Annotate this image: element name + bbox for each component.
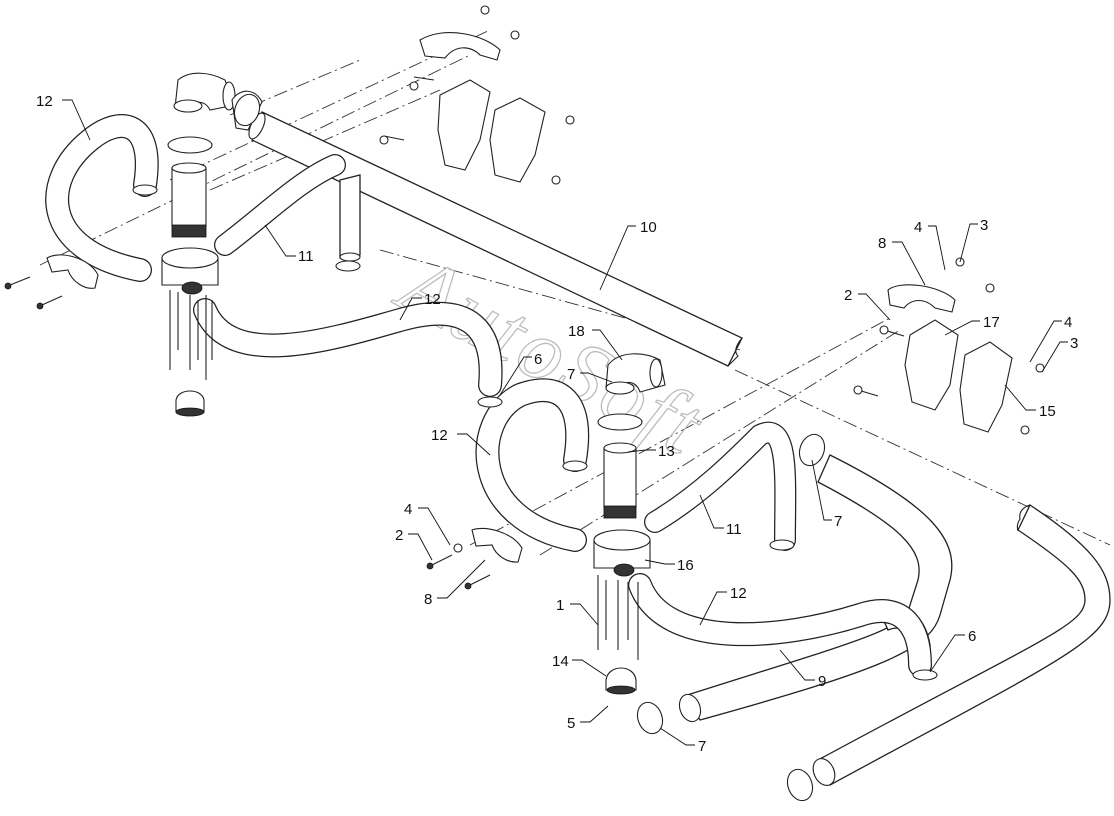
callout-4-c: 4	[1064, 314, 1072, 331]
callout-12-b: 12	[424, 291, 441, 308]
callout-5: 5	[567, 715, 575, 732]
callout-4-a: 4	[404, 501, 412, 518]
tube-10	[248, 111, 743, 367]
callout-13: 13	[658, 443, 675, 460]
callout-8-b: 8	[878, 235, 886, 252]
tube-right-long	[812, 504, 1111, 786]
callout-7-b: 7	[834, 513, 842, 530]
callout-12-c: 12	[431, 427, 448, 444]
valve-assembly-center	[593, 353, 666, 695]
callout-6-b: 6	[968, 628, 976, 645]
callout-9: 9	[818, 673, 826, 690]
callout-18: 18	[568, 323, 585, 340]
hoses	[45, 114, 932, 677]
brackets	[437, 79, 1013, 433]
callout-7-a: 7	[567, 366, 575, 383]
callout-3-a: 3	[980, 217, 988, 234]
callout-labels: 12 11 12 10 6 18 7 12 13 11 7 16 12 4 2 …	[36, 93, 1078, 755]
callout-6-a: 6	[534, 351, 542, 368]
callout-7-c: 7	[698, 738, 706, 755]
callout-11-b: 11	[726, 521, 742, 538]
callout-2-b: 2	[844, 287, 852, 304]
tube-9	[678, 454, 953, 723]
fasteners	[4, 5, 1045, 590]
clamps	[46, 32, 956, 802]
callout-10: 10	[640, 219, 657, 236]
callout-14: 14	[552, 653, 569, 670]
callout-4-b: 4	[914, 219, 922, 236]
leader-lines	[62, 99, 1068, 746]
callout-12-a: 12	[36, 93, 53, 110]
callout-3-b: 3	[1070, 335, 1078, 352]
callout-1: 1	[556, 597, 564, 614]
callout-11-a: 11	[298, 248, 314, 265]
callout-12-d: 12	[730, 585, 747, 602]
callout-8-a: 8	[424, 591, 432, 608]
callout-15: 15	[1039, 403, 1056, 420]
callout-2-a: 2	[395, 527, 403, 544]
callout-17: 17	[983, 314, 1000, 331]
callout-16: 16	[677, 557, 694, 574]
